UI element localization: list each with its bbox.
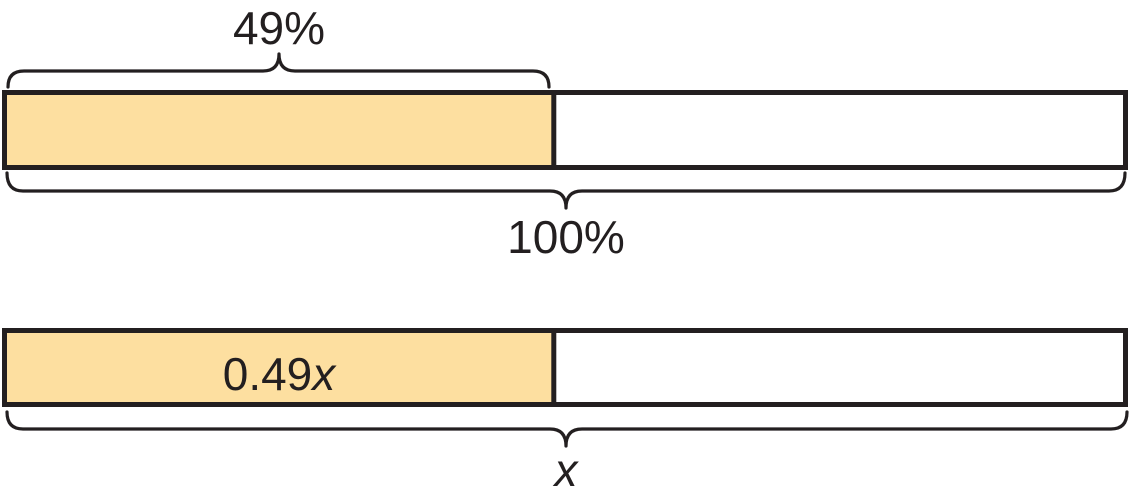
top-shaded-brace — [6, 52, 551, 89]
top-shaded-label: 49% — [233, 2, 325, 54]
bottom-total-label: x — [553, 444, 580, 487]
bottom-bar-shaded — [2, 328, 557, 407]
bottom-shaded-value: 0.49 — [223, 348, 313, 400]
bottom-shaded-variable: x — [310, 348, 337, 400]
bottom-shaded-label: 0.49x — [223, 348, 338, 400]
bottom-total-brace — [5, 410, 1129, 448]
top-total-brace — [5, 171, 1127, 210]
top-total-label: 100% — [507, 211, 625, 263]
top-bar-shaded — [2, 90, 557, 170]
